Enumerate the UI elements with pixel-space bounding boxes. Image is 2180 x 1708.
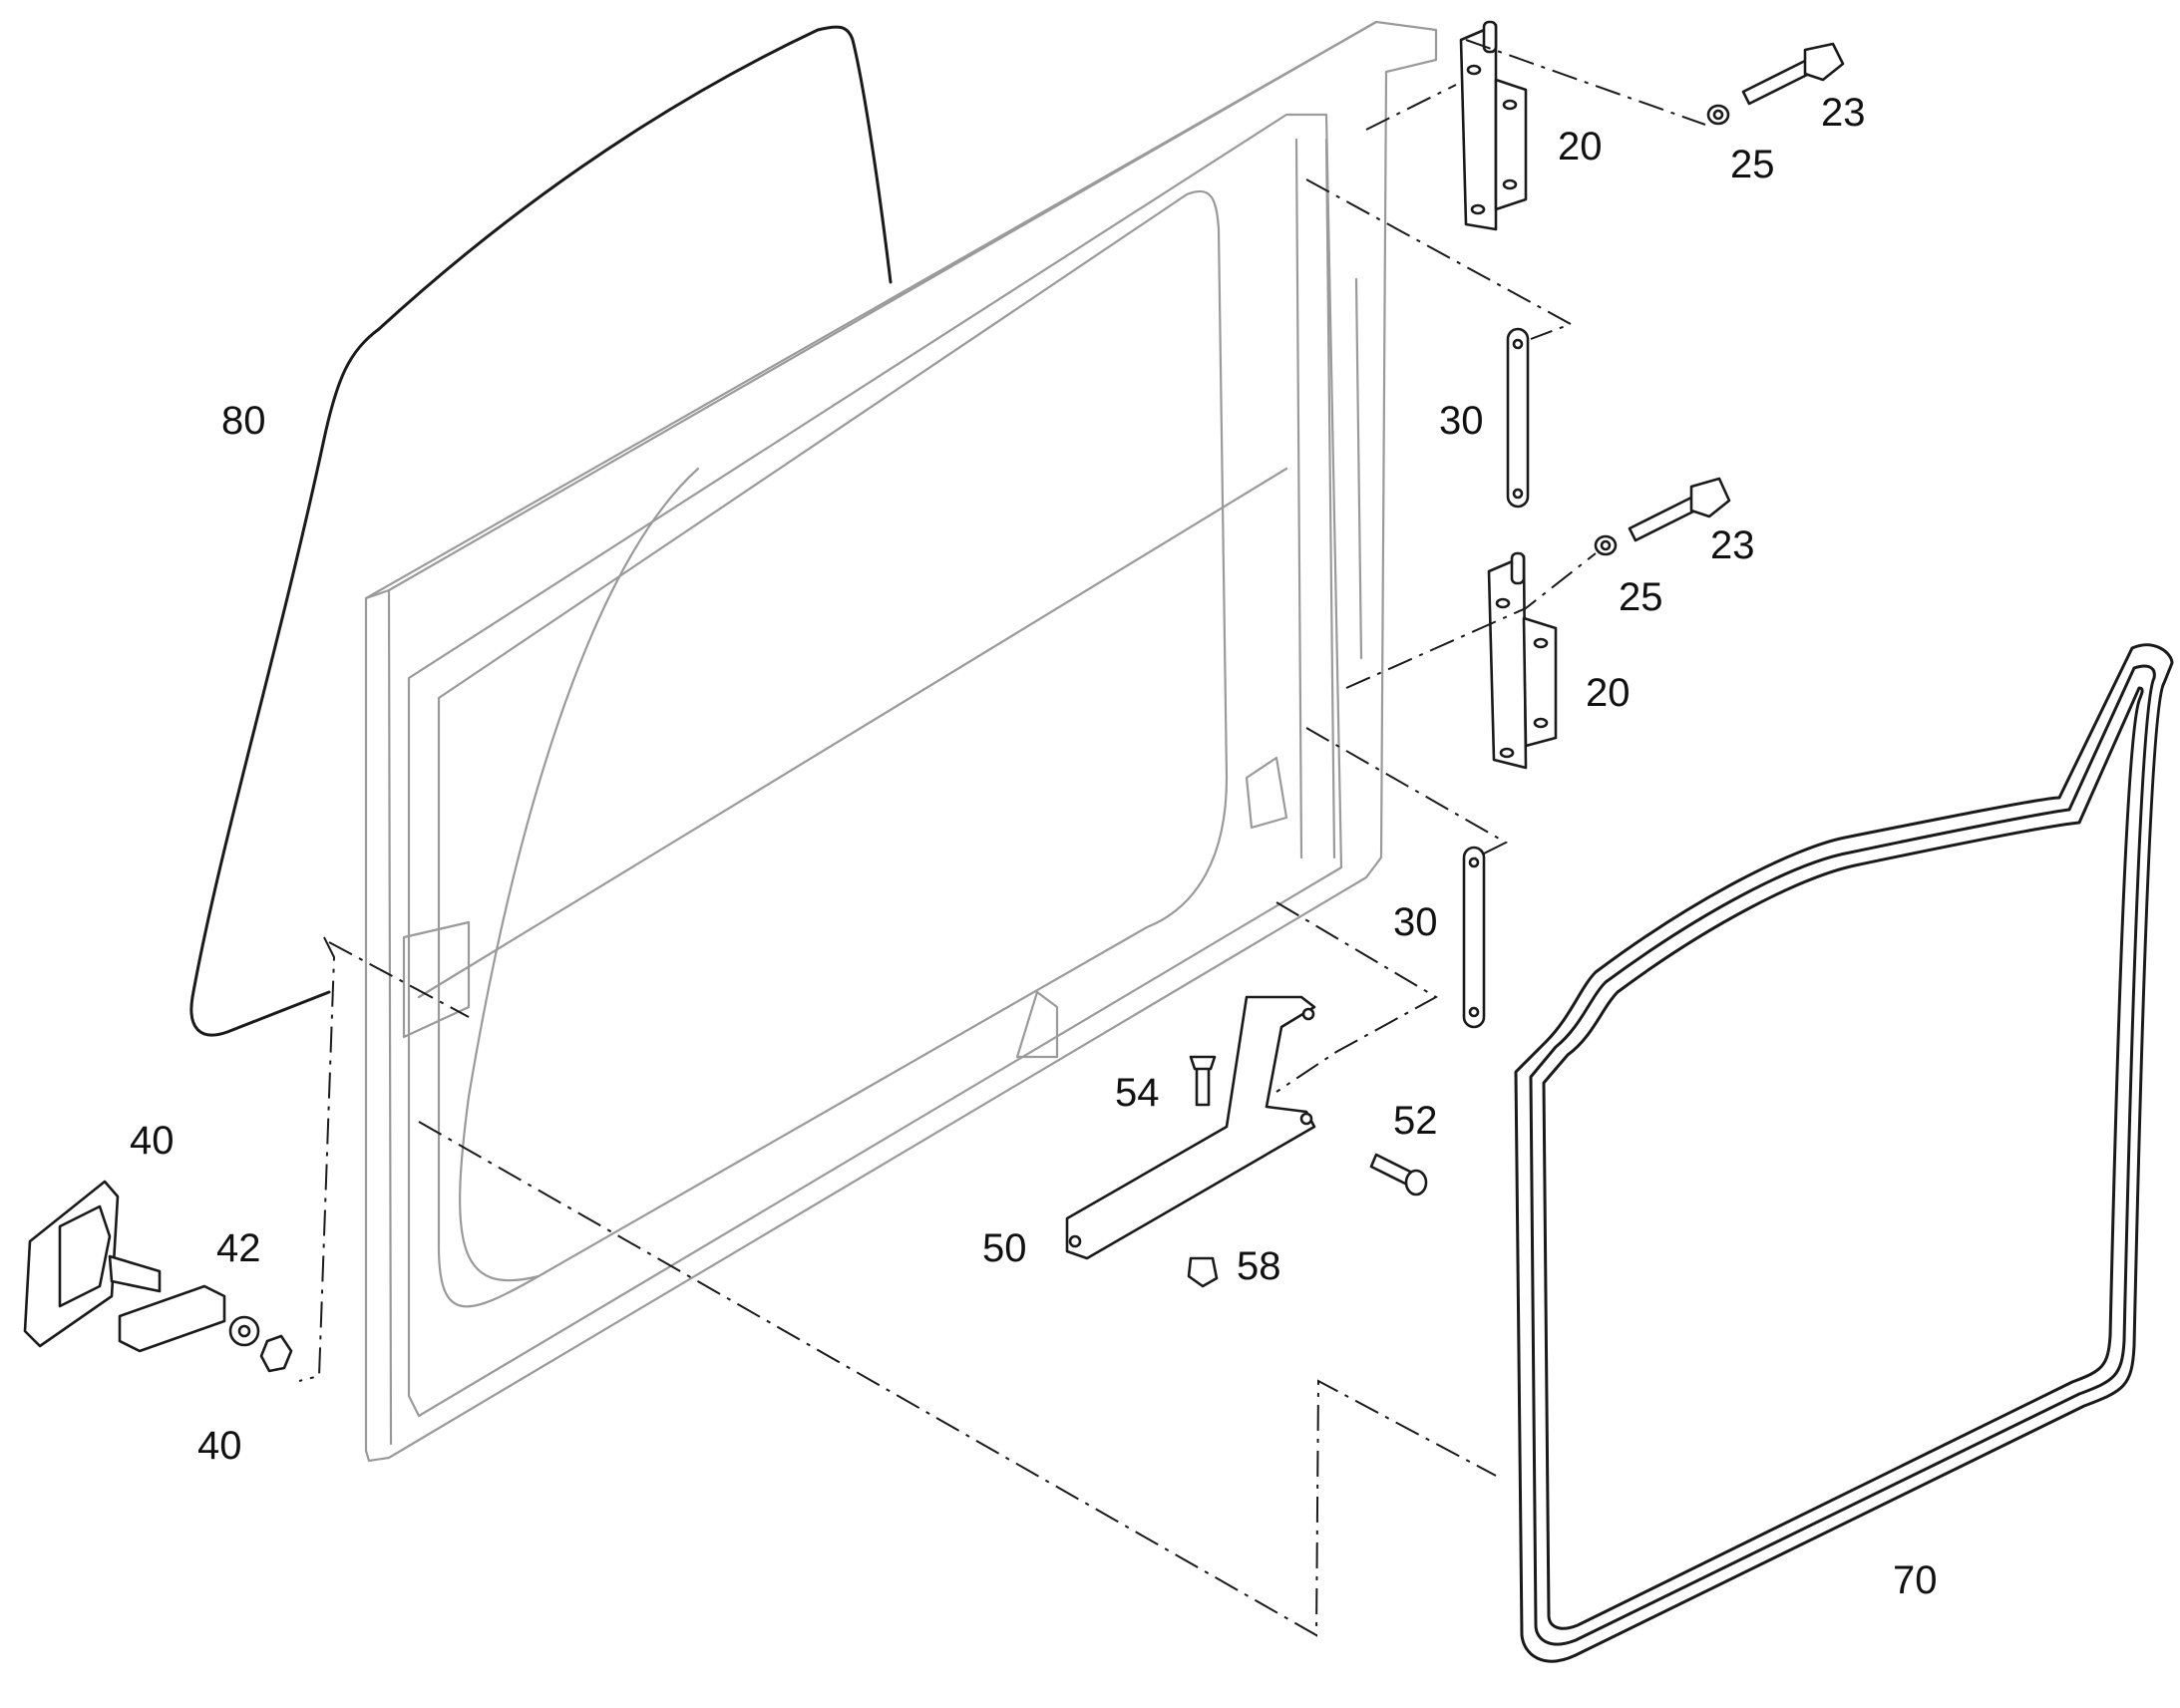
strap-upper — [1506, 327, 1530, 509]
callout-30-lower: 30 — [1393, 900, 1438, 944]
callout-23-middle: 23 — [1710, 523, 1755, 567]
latch-assembly — [23, 1180, 293, 1373]
bolt-upper — [1706, 42, 1845, 126]
leader-lines — [298, 39, 1706, 1637]
callout-25-upper: 25 — [1730, 143, 1775, 186]
callout-70: 70 — [1893, 1558, 1938, 1602]
bracket-assembly — [1065, 995, 1428, 1288]
callout-58: 58 — [1237, 1244, 1281, 1288]
door-frame — [364, 20, 1438, 1463]
callout-80: 80 — [221, 399, 266, 443]
callout-23-upper: 23 — [1821, 91, 1866, 135]
callout-40-lower: 40 — [197, 1424, 242, 1468]
hinge-lower — [1487, 551, 1558, 770]
callout-42: 42 — [216, 1226, 261, 1270]
strap-lower — [1462, 846, 1486, 1029]
bolt-middle — [1594, 477, 1731, 556]
callout-52: 52 — [1393, 1099, 1438, 1143]
callouts: 80 20 25 23 30 23 25 20 30 40 42 40 54 5… — [130, 91, 1938, 1602]
door-seal — [1514, 643, 2174, 1663]
callout-20-upper: 20 — [1558, 125, 1603, 169]
callout-54: 54 — [1115, 1071, 1160, 1115]
callout-25-middle: 25 — [1619, 575, 1663, 619]
callout-50: 50 — [982, 1226, 1027, 1270]
callout-40-upper: 40 — [130, 1119, 175, 1163]
hinge-upper — [1459, 20, 1528, 231]
callout-20-lower: 20 — [1586, 671, 1631, 715]
glass-panel — [189, 25, 893, 1037]
callout-30-upper: 30 — [1439, 399, 1484, 443]
